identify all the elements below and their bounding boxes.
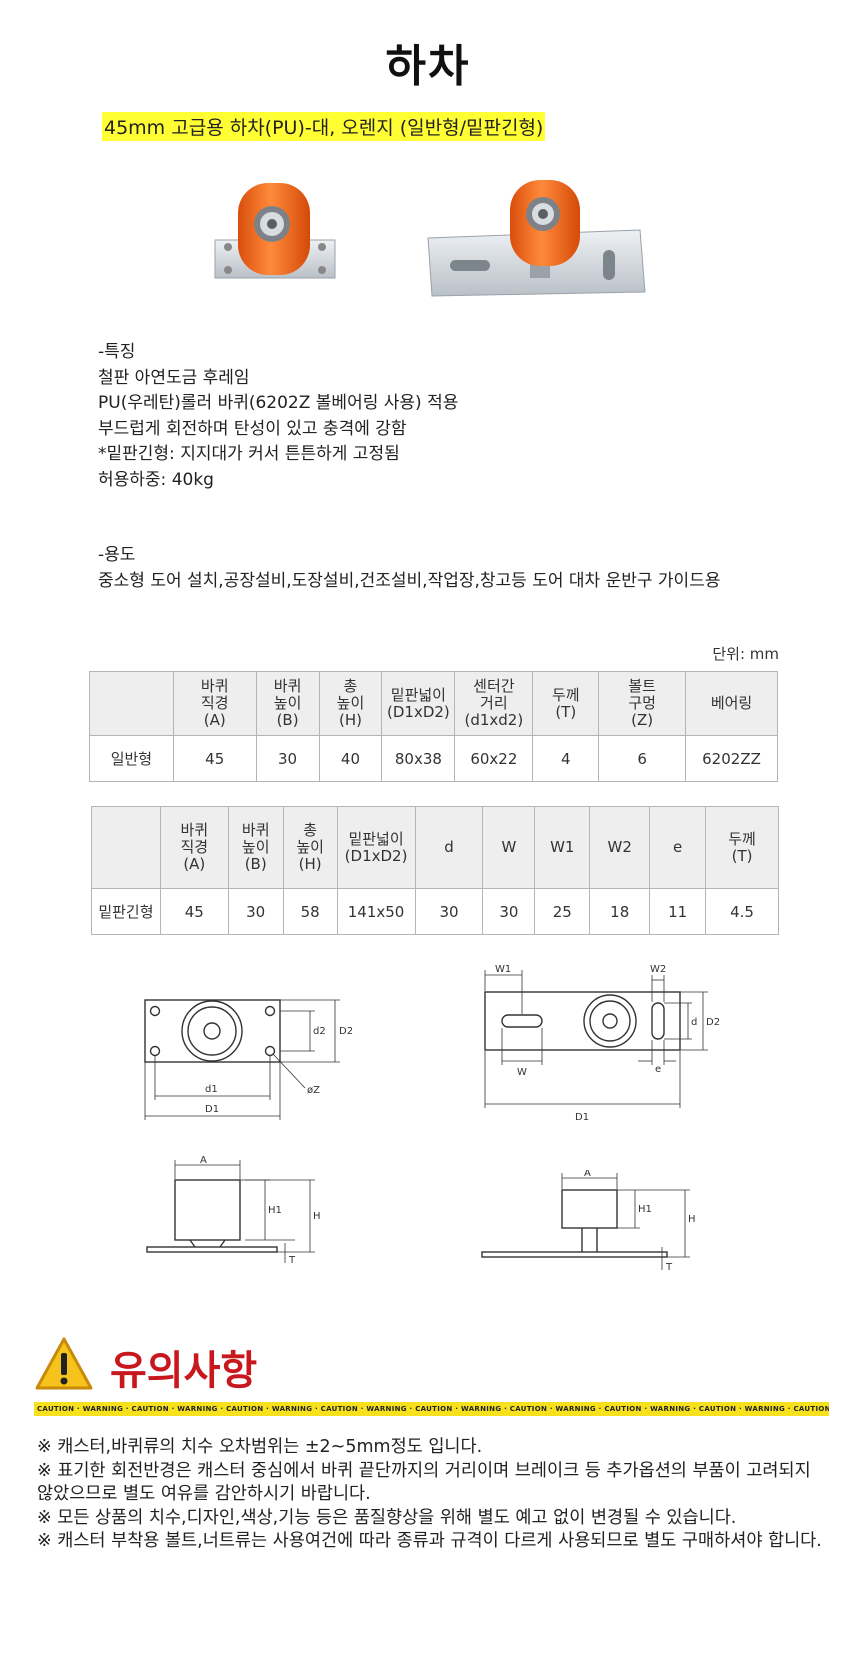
label-W: W — [517, 1067, 527, 1078]
table-cell: 30 — [255, 735, 320, 782]
table-cell: 4.5 — [705, 888, 779, 935]
label-d2: d2 — [313, 1026, 326, 1037]
feature-line: 철판 아연도금 후레임 — [98, 367, 250, 388]
features-heading: -특징 — [98, 342, 136, 362]
table-cell: 18 — [589, 888, 651, 935]
table-cell: 밑판긴형 — [91, 888, 161, 935]
table-cell: 25 — [534, 888, 591, 935]
table-cell: 6 — [598, 735, 687, 782]
feature-line: *밑판긴형: 지지대가 커서 튼튼하게 고정됨 — [98, 444, 400, 464]
label-A-long: A — [584, 1170, 591, 1179]
label-W1: W1 — [495, 964, 511, 975]
table-header-cell: 밑판넓이(D1xD2) — [336, 806, 416, 889]
table-header-cell — [91, 806, 161, 889]
table-header-cell: e — [649, 806, 707, 889]
label-Z: øZ — [307, 1085, 320, 1096]
label-D2: D2 — [339, 1026, 353, 1037]
table-row: 일반형 45 30 40 80x38 60x22 4 6 6202ZZ — [89, 735, 778, 782]
table-header-cell: 두께(T) — [532, 671, 600, 736]
caution-band: CAUTION · WARNING · CAUTION · WARNING · … — [34, 1402, 829, 1416]
table-header-cell: W1 — [534, 806, 591, 889]
label-e: e — [655, 1064, 661, 1075]
label-D2-long: D2 — [706, 1017, 720, 1028]
page-title: 하차 — [385, 41, 471, 92]
unit-label: 단위: mm — [712, 645, 779, 663]
diagram-long-plate-side-view: A H1 H T — [480, 1168, 750, 1280]
feature-line: 부드럽게 회전하며 탄성이 있고 충격에 강함 — [98, 418, 407, 439]
table-cell: 40 — [318, 735, 383, 782]
table-row: 밑판긴형 45 30 58 141x50 30 30 25 18 11 4.5 — [91, 888, 779, 935]
note-item: ※ 표기한 회전반경은 캐스터 중심에서 바퀴 끝단까지의 거리이며 브레이크 … — [37, 1460, 811, 1505]
table-header-cell: 두께(T) — [705, 806, 779, 889]
label-H1-long: H1 — [638, 1204, 652, 1215]
note-item: ※ 캐스터,바퀴류의 치수 오차범위는 ±2~5mm정도 입니다. — [37, 1437, 483, 1457]
feature-line: 허용하중: 40kg — [98, 469, 214, 490]
notice-title: 유의사항 — [110, 1348, 258, 1394]
table-cell: 60x22 — [454, 735, 534, 782]
long-plate-caster-photo — [427, 180, 646, 297]
label-d1: d1 — [205, 1084, 218, 1095]
diagram-standard-top-view: d2 D2 d1 D1 øZ — [140, 990, 380, 1135]
table-header-cell: 베어링 — [685, 671, 778, 736]
table-cell: 30 — [227, 888, 284, 935]
label-A: A — [200, 1155, 207, 1166]
standard-caster-photo — [214, 183, 336, 279]
note-item: ※ 모든 상품의 치수,디자인,색상,기능 등은 품질향상을 위해 별도 예고 … — [37, 1507, 737, 1528]
product-photos — [210, 180, 690, 330]
table-cell: 141x50 — [336, 888, 416, 935]
features-section: -특징 철판 아연도금 후레임 PU(우레탄)롤러 바퀴(6202Z 볼베어링 … — [98, 340, 458, 493]
table-cell: 45 — [172, 735, 257, 782]
table-cell: 11 — [649, 888, 707, 935]
product-subtitle: 45mm 고급용 하차(PU)-대, 오렌지 (일반형/밑판긴형) — [102, 112, 546, 141]
label-d: d — [691, 1017, 697, 1028]
table-cell: 30 — [482, 888, 536, 935]
label-H1: H1 — [268, 1205, 282, 1216]
feature-line: PU(우레탄)롤러 바퀴(6202Z 볼베어링 사용) 적용 — [98, 393, 459, 413]
table-cell: 6202ZZ — [685, 735, 778, 782]
table-header-cell — [89, 671, 174, 736]
usage-text: 중소형 도어 설치,공장설비,도장설비,건조설비,작업장,창고등 도어 대차 운… — [98, 570, 721, 591]
label-T: T — [288, 1255, 296, 1266]
table-cell: 4 — [532, 735, 600, 782]
table-cell: 45 — [159, 888, 229, 935]
label-H: H — [313, 1211, 321, 1222]
diagram-long-plate-top-view: W1 W2 d D2 W e D1 — [480, 960, 730, 1145]
label-W2: W2 — [650, 964, 666, 975]
table-header-cell: d — [414, 806, 484, 889]
table-cell: 80x38 — [381, 735, 456, 782]
label-T-long: T — [665, 1262, 673, 1273]
usage-section: -용도 중소형 도어 설치,공장설비,도장설비,건조설비,작업장,창고등 도어 … — [98, 543, 720, 594]
label-D1-long: D1 — [575, 1112, 589, 1123]
label-D1: D1 — [205, 1104, 219, 1115]
table-cell: 30 — [414, 888, 484, 935]
note-item: ※ 캐스터 부착용 볼트,너트류는 사용여건에 따라 종류과 규격이 다르게 사… — [37, 1531, 822, 1551]
table-cell: 일반형 — [89, 735, 174, 782]
warning-icon — [34, 1336, 94, 1392]
product-photo-illustration — [214, 180, 646, 297]
table-cell: 58 — [282, 888, 338, 935]
table-header-cell: 밑판넓이(D1xD2) — [381, 671, 456, 736]
table-header-cell: W2 — [589, 806, 651, 889]
notice-notes: ※ 캐스터,바퀴류의 치수 오차범위는 ±2~5mm정도 입니다. ※ 표기한 … — [37, 1436, 827, 1554]
table-header-cell: W — [482, 806, 536, 889]
diagram-standard-side-view: A H1 H T — [145, 1155, 355, 1270]
label-H-long: H — [688, 1214, 696, 1225]
usage-heading: -용도 — [98, 545, 136, 565]
